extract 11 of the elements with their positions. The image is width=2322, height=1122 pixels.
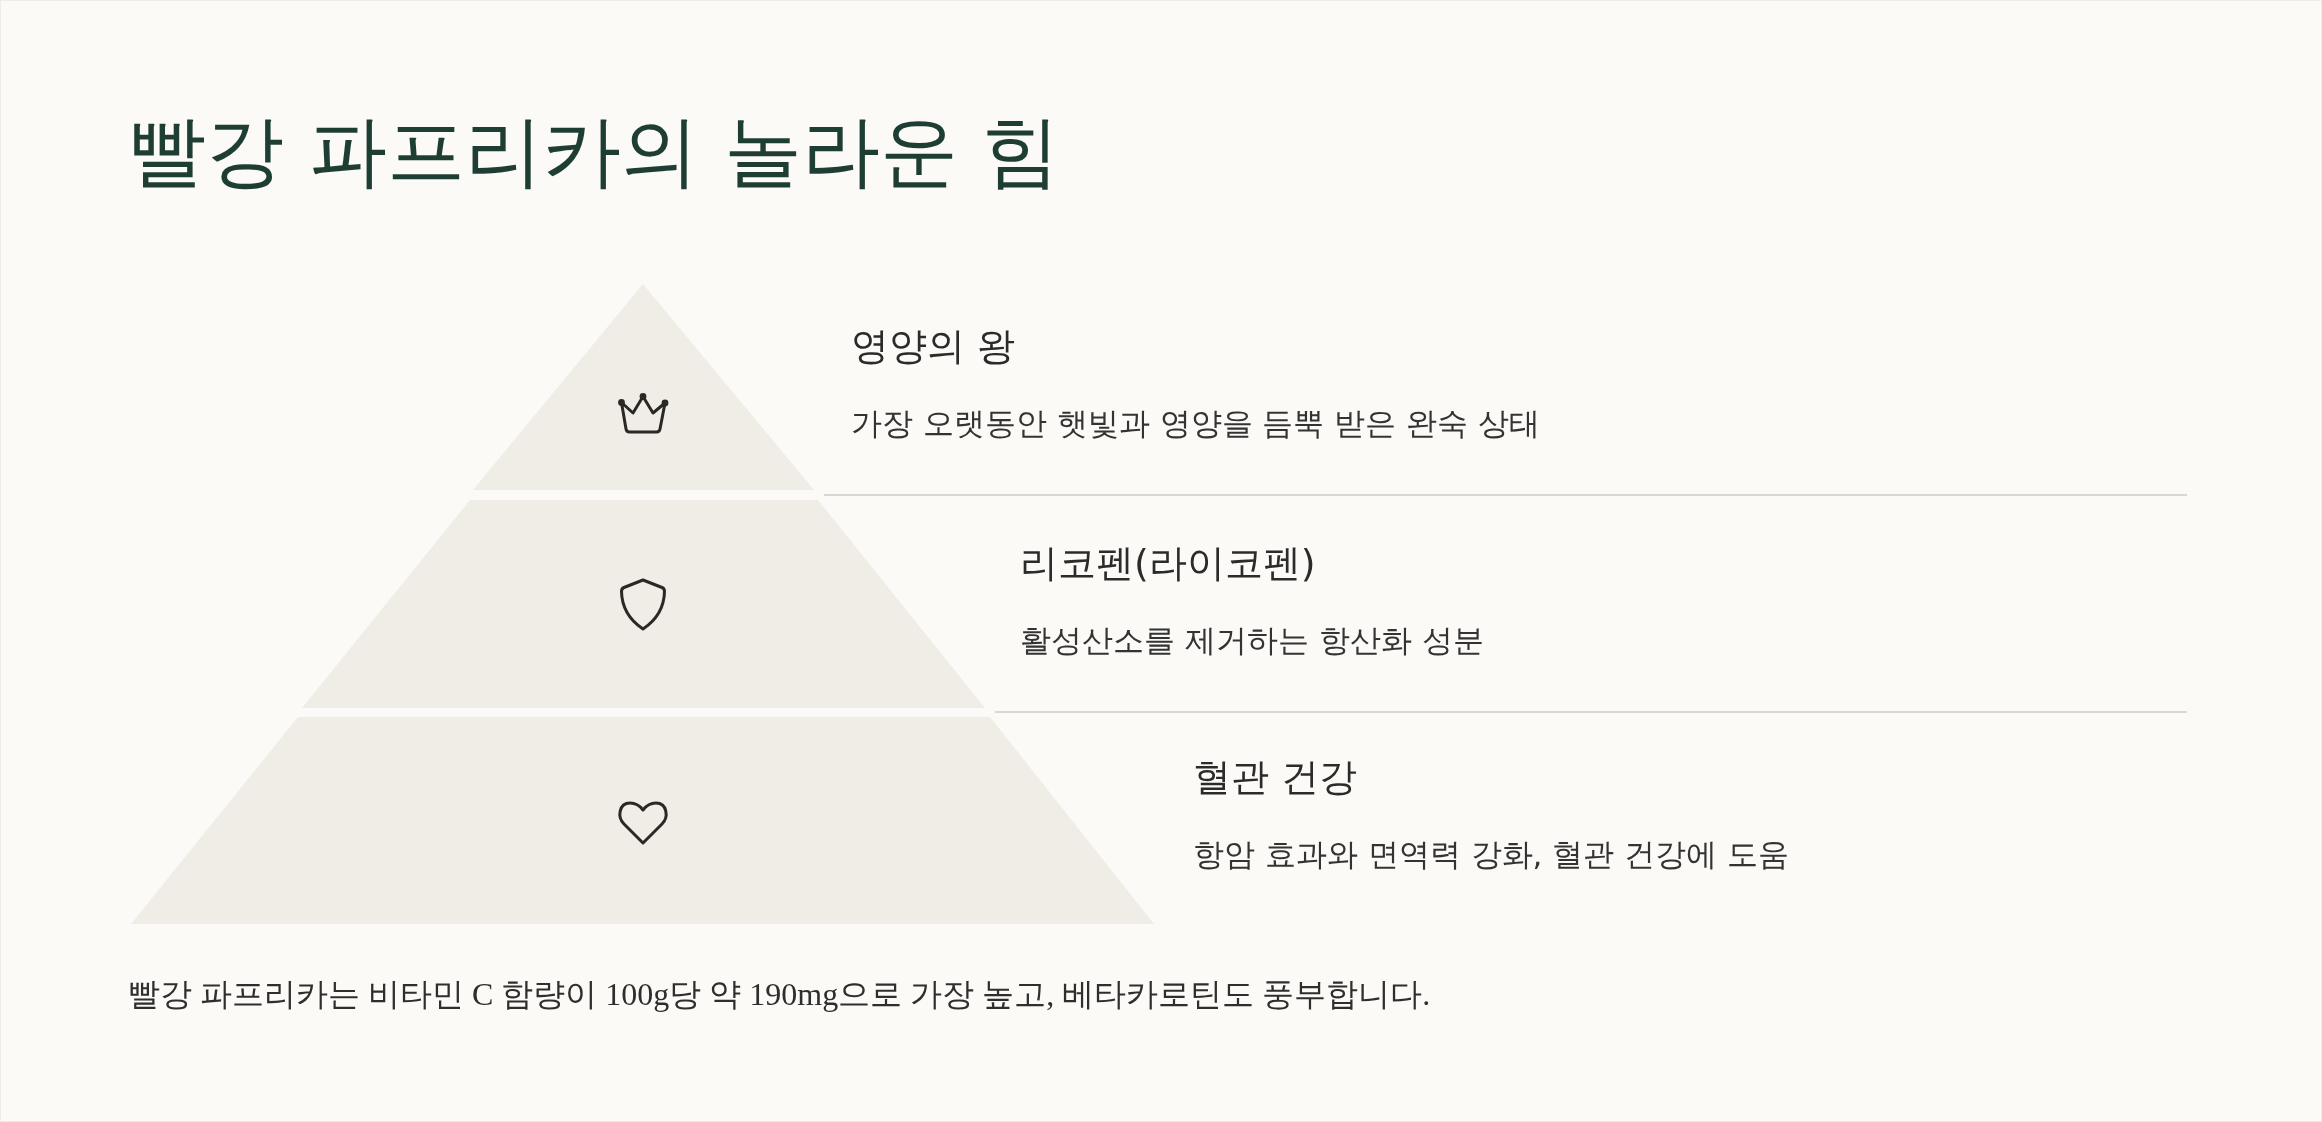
pyramid-tier: [131, 717, 1154, 924]
tier-description: 활성산소를 제거하는 항산화 성분: [1020, 622, 1484, 660]
tier-description: 항암 효과와 면역력 강화, 혈관 건강에 도움: [1193, 836, 1789, 874]
tier-heading: 리코펜(라이코펜): [1020, 541, 1316, 587]
title: 빨강 파프리카의 놀라운 힘: [128, 105, 1061, 198]
tier-heading: 영양의 왕: [851, 324, 1016, 370]
tier-description: 가장 오랫동안 햇빛과 영양을 듬뿍 받은 완숙 상태: [851, 405, 1540, 443]
pyramid-tier: [473, 284, 814, 490]
pyramid-tier: [302, 500, 985, 708]
tier-heading: 혈관 건강: [1193, 755, 1358, 801]
footnote-text: 빨강 파프리카는 비타민 C 함량이 100g당 약 190mg으로 가장 높고, 베타카로틴도 풍부합니다.: [128, 975, 1431, 1014]
